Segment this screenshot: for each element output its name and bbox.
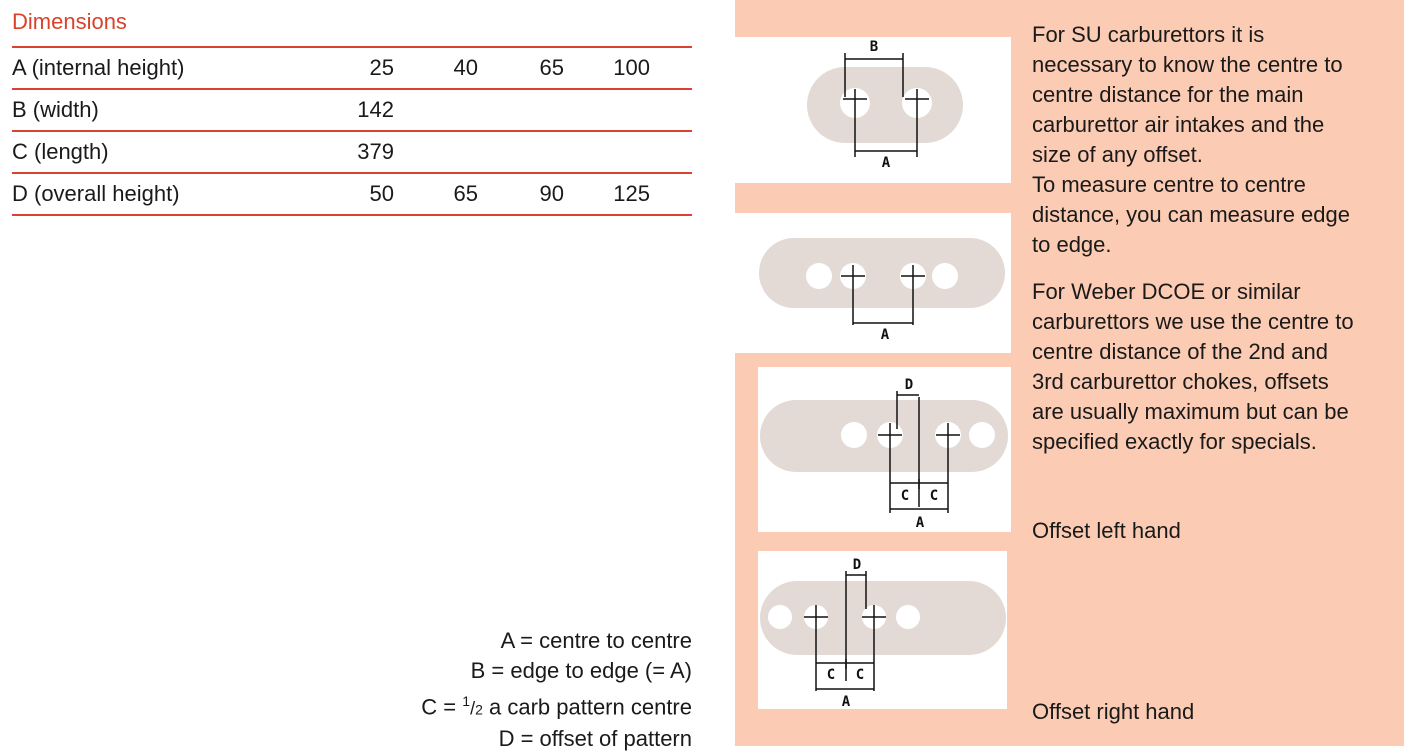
su-note-line: To measure centre to centre: [1032, 172, 1306, 197]
legend-c-prefix: C =: [421, 694, 463, 720]
cell-value: 65: [539, 55, 564, 80]
legend-line-a: A = centre to centre: [500, 628, 692, 653]
fraction-denominator: 2: [475, 701, 483, 718]
dimension-line-b: [844, 53, 904, 97]
label-c: C: [930, 488, 938, 504]
dimensions-table: A (internal height) 25 40 65 100 B (widt…: [12, 46, 692, 216]
offset-left-svg: D C C A: [760, 377, 1008, 531]
table-row: A (internal height) 25 40 65 100: [12, 48, 692, 90]
cell-value: 125: [613, 181, 650, 206]
label-d: D: [905, 377, 913, 393]
centre-mark: [841, 265, 865, 325]
cell-value: 90: [539, 181, 564, 206]
su-diagram-svg: B A: [807, 39, 963, 171]
dimension-line-c: [816, 659, 874, 669]
gasket-shape: [807, 67, 963, 143]
su-note-line: centre distance for the main: [1032, 82, 1304, 107]
cell-value: 100: [613, 55, 650, 80]
centre-mark: [936, 423, 960, 513]
fraction-slash: /: [470, 698, 476, 719]
su-note-line: carburettor air intakes and the: [1032, 112, 1325, 137]
dimension-legend: A = centre to centre B = edge to edge (=…: [332, 626, 692, 754]
legend-c-suffix: a carb pattern centre: [482, 694, 692, 720]
weber-note-line: 3rd carburettor chokes, offsets: [1032, 369, 1329, 394]
choke-hole: [841, 422, 867, 448]
offset-right-diagram: D C C A: [758, 551, 1007, 709]
label-a: A: [882, 155, 891, 171]
cell-value: 50: [369, 181, 394, 206]
weber-note-line: carburettors we use the centre to: [1032, 309, 1354, 334]
legend-line-d: D = offset of pattern: [498, 726, 692, 752]
weber-note-line: For Weber DCOE or similar: [1032, 279, 1301, 304]
offset-right-svg: D C C A: [760, 557, 1006, 709]
gasket-shape: [759, 238, 1005, 308]
choke-hole: [932, 263, 958, 289]
cell-value: 379: [357, 139, 394, 164]
label-a: A: [842, 694, 851, 709]
row-label: B (width): [12, 97, 99, 122]
choke-hole: [806, 263, 832, 289]
choke-hole: [969, 422, 995, 448]
row-label: A (internal height): [12, 55, 185, 80]
su-note-line: size of any offset.: [1032, 142, 1203, 167]
offset-left-caption: Offset left hand: [1032, 518, 1181, 543]
weber-diagram-svg: A: [759, 238, 1005, 343]
su-note-line: distance, you can measure edge: [1032, 202, 1350, 227]
section-title: Dimensions: [12, 9, 127, 34]
centre-mark: [804, 605, 828, 691]
table-row: B (width) 142: [12, 90, 692, 132]
label-c: C: [827, 667, 835, 683]
cell-value: 65: [453, 181, 478, 206]
weber-diagram: A: [735, 213, 1011, 353]
weber-note-line: centre distance of the 2nd and: [1032, 339, 1328, 364]
legend-line-c: C = 1/2 a carb pattern centre: [332, 686, 692, 724]
offset-right-caption: Offset right hand: [1032, 699, 1195, 724]
table-row: C (length) 379: [12, 132, 692, 174]
label-c: C: [856, 667, 864, 683]
weber-note: For Weber DCOE or similar carburettors w…: [1032, 277, 1354, 457]
row-label: C (length): [12, 139, 109, 164]
su-note-line: necessary to know the centre to: [1032, 52, 1343, 77]
row-label: D (overall height): [12, 181, 180, 206]
centre-mark: [878, 423, 902, 513]
cell-value: 25: [369, 55, 394, 80]
weber-note-line: are usually maximum but can be: [1032, 399, 1349, 424]
cell-value: 142: [357, 97, 394, 122]
label-c: C: [901, 488, 909, 504]
label-d: D: [853, 557, 861, 573]
dimension-line-a: [854, 117, 918, 157]
choke-hole: [896, 605, 920, 629]
label-b: B: [870, 39, 878, 55]
su-note: For SU carburettors it is necessary to k…: [1032, 20, 1350, 260]
table-row: D (overall height) 50 65 90 125: [12, 174, 692, 216]
weber-note-line: specified exactly for specials.: [1032, 429, 1317, 454]
centre-mark: [843, 89, 867, 117]
su-note-line: For SU carburettors it is: [1032, 22, 1265, 47]
dimension-line-c: [890, 479, 948, 489]
centre-mark: [862, 605, 886, 691]
offset-left-diagram: D C C A: [758, 367, 1011, 532]
label-a: A: [881, 327, 890, 343]
centre-mark: [901, 265, 925, 325]
su-note-line: to edge.: [1032, 232, 1112, 257]
centre-mark: [905, 89, 929, 117]
legend-line-b: B = edge to edge (= A): [470, 658, 692, 683]
choke-hole: [768, 605, 792, 629]
cell-value: 40: [453, 55, 478, 80]
fraction-numerator: 1: [462, 693, 471, 709]
label-a: A: [916, 515, 925, 531]
su-diagram: B A: [735, 37, 1011, 183]
